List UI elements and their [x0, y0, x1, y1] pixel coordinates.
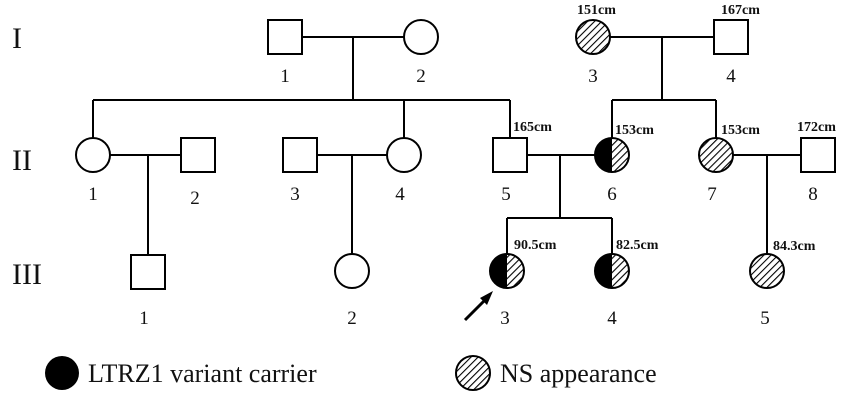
generation-label-II: II [12, 144, 32, 177]
number-III2: 2 [347, 308, 357, 329]
number-III4: 4 [607, 308, 617, 329]
individual-III1-male [130, 254, 166, 290]
height-II8: 172cm [797, 120, 836, 135]
number-II5: 5 [501, 184, 511, 205]
individual-III5-female-ns [749, 253, 785, 289]
individual-II8-male [800, 137, 836, 173]
height-I4: 167cm [721, 3, 760, 18]
individual-II4-female [386, 137, 422, 173]
individual-I1-male [267, 19, 303, 55]
individual-II2-male [180, 137, 216, 173]
individual-I4-male [713, 19, 749, 55]
height-I3: 151cm [577, 3, 616, 18]
number-II2: 2 [190, 188, 200, 209]
legend-carrier-swatch [45, 356, 79, 390]
legend-carrier-label: LTRZ1 variant carrier [88, 359, 317, 388]
height-III5: 84.3cm [773, 239, 816, 254]
number-II8: 8 [808, 184, 818, 205]
individual-III2-female [334, 253, 370, 289]
individual-II3-male [282, 137, 318, 173]
height-III3: 90.5cm [514, 238, 557, 253]
number-I1: 1 [280, 66, 290, 87]
individual-II7-female-ns [698, 137, 734, 173]
individual-II1-female [75, 137, 111, 173]
number-II4: 4 [395, 184, 405, 205]
individual-II5-male [492, 137, 528, 173]
generation-label-I: I [12, 22, 22, 55]
individual-I2-female [403, 19, 439, 55]
height-II6: 153cm [615, 123, 654, 138]
height-II5: 165cm [513, 120, 552, 135]
generation-label-III: III [12, 258, 42, 291]
height-II7: 153cm [721, 123, 760, 138]
number-II7: 7 [707, 184, 717, 205]
number-I4: 4 [726, 66, 736, 87]
individual-II6-female-carrier-ns [594, 137, 630, 173]
proband-arrow-icon [463, 291, 493, 322]
number-I3: 3 [588, 66, 598, 87]
relationship-lines [92, 36, 801, 255]
number-II1: 1 [88, 184, 98, 205]
legend-ns-swatch [455, 355, 491, 391]
legend: LTRZ1 variant carrier NS appearance [45, 355, 657, 391]
individual-III4-female-carrier-ns [594, 253, 630, 289]
legend-ns-label: NS appearance [500, 359, 657, 388]
number-II6: 6 [607, 184, 617, 205]
number-III1: 1 [139, 308, 149, 329]
number-I2: 2 [416, 66, 426, 87]
number-III3: 3 [500, 308, 510, 329]
number-III5: 5 [760, 308, 770, 329]
individual-I3-female-ns [575, 19, 611, 55]
individual-III3-female-carrier-ns [489, 253, 525, 289]
height-III4: 82.5cm [616, 238, 659, 253]
number-II3: 3 [290, 184, 300, 205]
